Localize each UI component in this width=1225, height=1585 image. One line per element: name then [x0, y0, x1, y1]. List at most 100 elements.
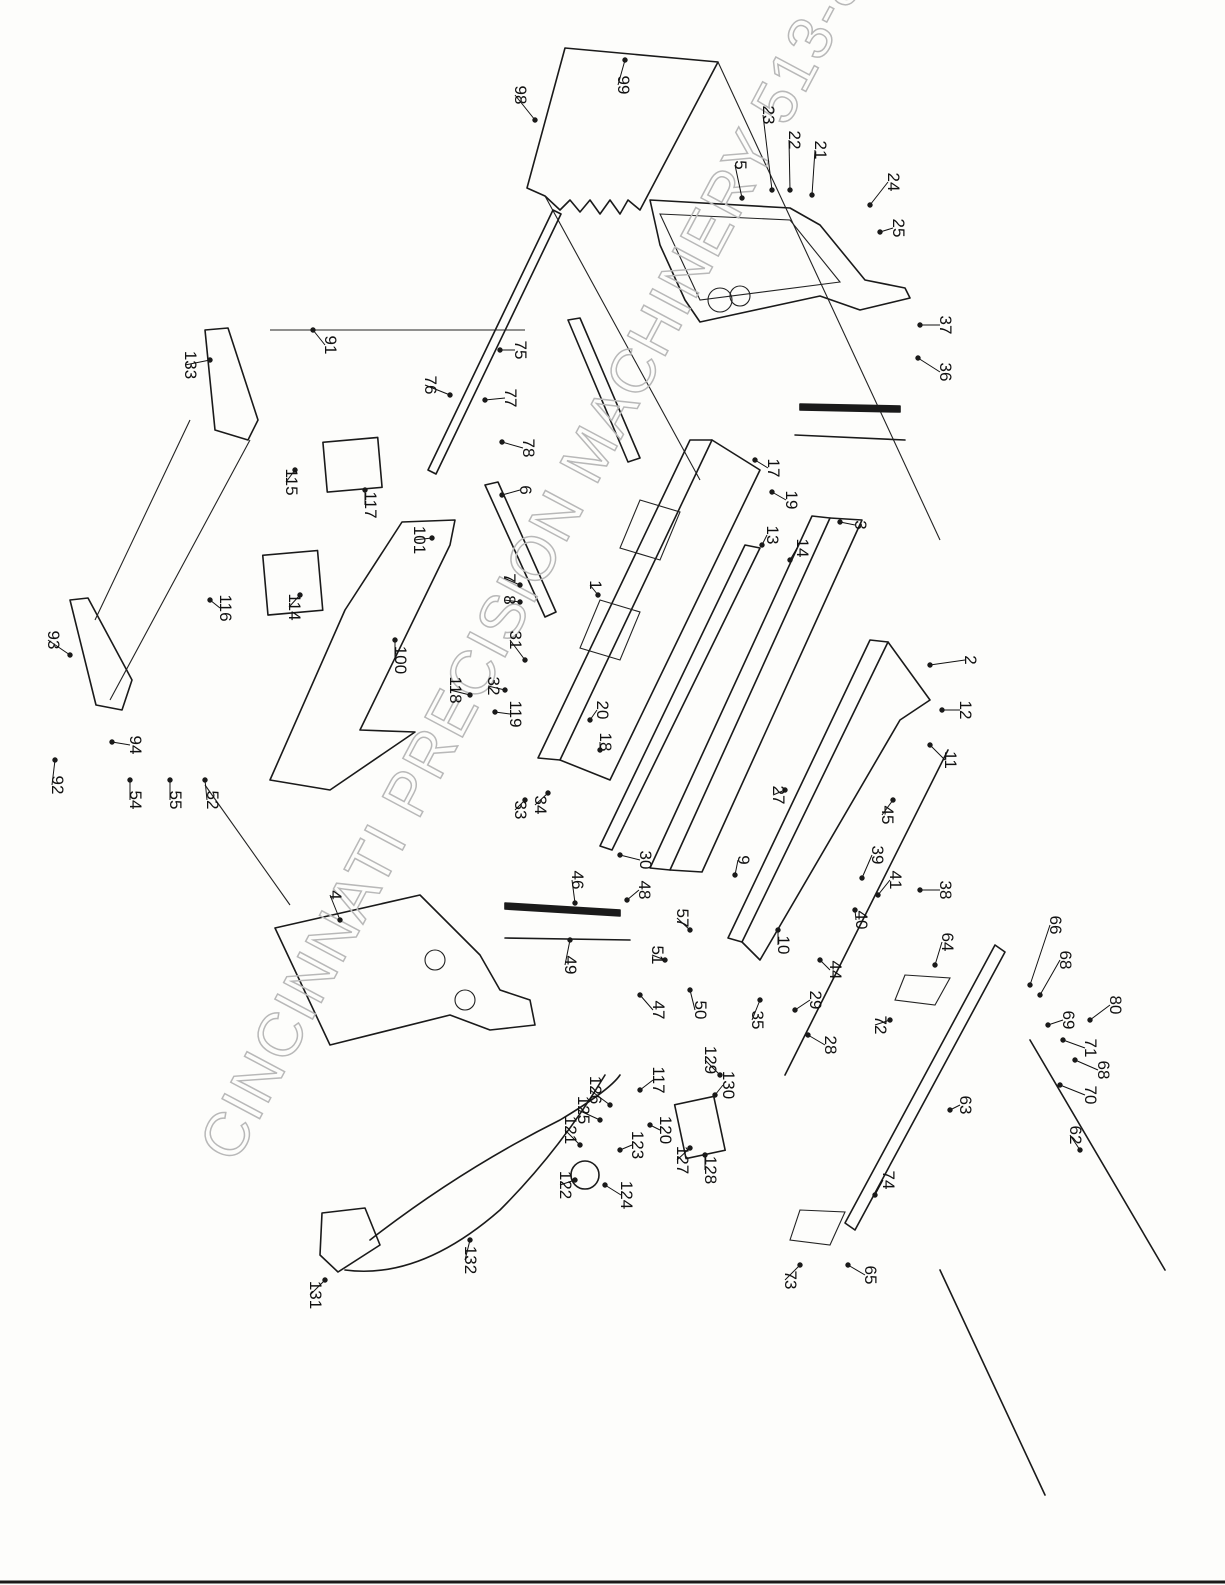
callout-p3: 3	[837, 519, 870, 530]
callout-leader	[534, 792, 549, 806]
callout-number: 123	[628, 1131, 647, 1159]
callout-number: 12	[956, 701, 975, 720]
callout-number: 124	[617, 1181, 636, 1209]
callout-leader	[111, 741, 131, 746]
crossbar-30	[599, 544, 761, 851]
side-plate-4	[274, 894, 536, 1046]
callout-p74: 74	[872, 1171, 898, 1198]
callout-anchor	[482, 397, 488, 403]
callout-leader	[329, 894, 341, 921]
valve-122	[570, 1160, 600, 1190]
callout-leader	[1074, 1059, 1099, 1071]
callout-leader	[619, 854, 641, 861]
callout-number: 133	[181, 351, 200, 379]
callout-p98: 98	[511, 86, 538, 123]
callout-number: 126	[586, 1076, 605, 1104]
callout-p68b: 68	[1072, 1057, 1113, 1079]
callout-leader	[676, 1147, 691, 1161]
callout-p52: 52	[202, 777, 222, 809]
callout-anchor	[927, 742, 933, 748]
callout-number: 29	[806, 991, 825, 1010]
callout-p19: 19	[769, 489, 801, 509]
callout-number: 93	[44, 631, 63, 650]
callout-anchor	[932, 962, 938, 968]
callout-number: 118	[446, 676, 465, 703]
callout-number: 51	[648, 946, 667, 965]
callout-number: 91	[321, 336, 340, 355]
callout-anchor	[467, 1237, 473, 1243]
callout-anchor	[522, 657, 528, 663]
callout-anchor	[392, 637, 398, 643]
callout-anchor	[567, 937, 573, 943]
callout-p91: 91	[310, 327, 340, 355]
callout-number: 94	[126, 736, 145, 755]
callout-number: 71	[1081, 1039, 1100, 1058]
callout-p124: 124	[602, 1181, 636, 1209]
callout-number: 7	[500, 573, 519, 582]
callout-anchor	[809, 192, 815, 198]
callout-p70: 70	[1057, 1082, 1100, 1104]
callout-p50: 50	[687, 987, 710, 1020]
callout-p45: 45	[878, 797, 897, 824]
callout-anchor	[867, 202, 873, 208]
callout-p46: 46	[568, 871, 587, 906]
callout-number: 65	[861, 1266, 880, 1285]
callout-number: 20	[593, 701, 612, 720]
callout-leader	[929, 659, 966, 666]
callout-p118: 118	[446, 676, 473, 704]
callout-number: 63	[956, 1096, 975, 1115]
callout-leader	[788, 139, 791, 191]
callout-p71: 71	[1060, 1037, 1100, 1058]
callout-anchor	[429, 535, 435, 541]
callout-p120: 120	[647, 1116, 675, 1144]
callout-anchor	[647, 1122, 653, 1128]
callout-leader	[881, 799, 894, 816]
callout-p10: 10	[774, 927, 793, 955]
callout-p122: 122	[556, 1171, 578, 1199]
rear-frame-plate	[649, 199, 911, 323]
callout-anchor	[167, 777, 173, 783]
callout-number: 114	[285, 593, 304, 620]
callout-anchor	[1060, 1037, 1066, 1043]
callout-number: 11	[941, 751, 960, 769]
callout-number: 50	[691, 1001, 710, 1020]
callout-leader	[413, 537, 433, 541]
callout-anchor	[687, 927, 693, 933]
callout-anchor	[769, 187, 775, 193]
callout-anchor	[292, 467, 298, 473]
pivot-bracket-133	[204, 327, 259, 441]
callout-p72: 72	[871, 1016, 893, 1034]
callout-p69: 69	[1045, 1011, 1078, 1029]
callout-anchor	[297, 592, 303, 598]
callout-number: 14	[793, 539, 812, 558]
callout-number: 17	[764, 459, 783, 478]
callout-anchor	[1045, 1022, 1051, 1028]
callout-leader	[676, 917, 691, 931]
callout-anchor	[602, 1182, 608, 1188]
callout-anchor	[887, 1017, 893, 1023]
callout-number: 76	[421, 376, 440, 395]
callout-anchor	[322, 1277, 328, 1283]
callout-anchor	[502, 687, 508, 693]
callout-anchor	[587, 717, 593, 723]
callout-p28: 28	[805, 1032, 840, 1054]
callout-number: 116	[216, 594, 235, 621]
callout-anchor	[872, 1192, 878, 1198]
callout-number: 10	[774, 936, 793, 955]
callout-anchor	[712, 1092, 718, 1098]
callout-leader	[1029, 924, 1051, 986]
callout-number: 117	[361, 491, 380, 518]
callout-p5: 5	[731, 160, 750, 201]
link-rod-38	[784, 749, 949, 1076]
callout-leader	[617, 59, 626, 86]
callout-leader	[509, 639, 526, 661]
spring-upper	[799, 403, 901, 413]
callout-anchor	[817, 957, 823, 963]
callout-number: 38	[936, 881, 955, 900]
callout-anchor	[637, 1087, 643, 1093]
callout-p115: 115	[282, 467, 301, 496]
callout-anchor	[837, 519, 843, 525]
guide-rail-upper	[567, 317, 641, 463]
blade-frame	[741, 641, 931, 961]
callout-p8: 8	[500, 595, 523, 605]
